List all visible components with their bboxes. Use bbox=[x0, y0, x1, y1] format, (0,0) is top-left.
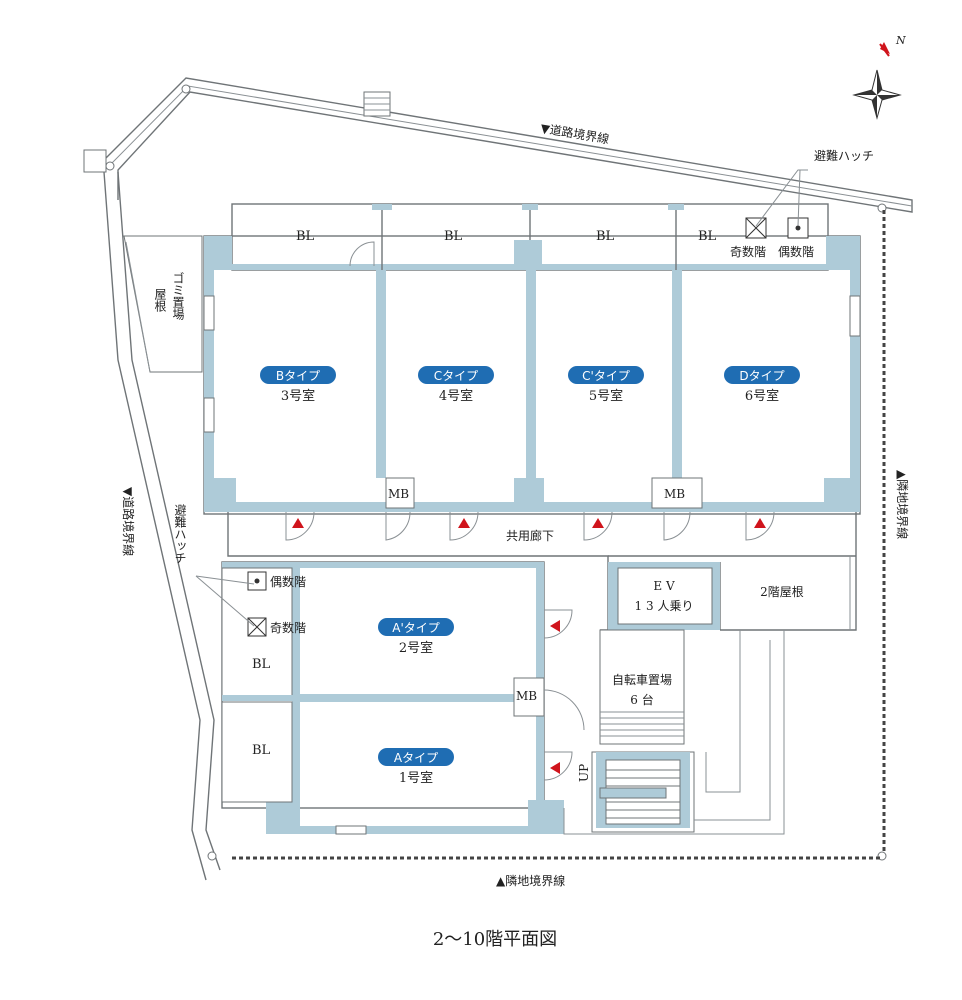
upper-building bbox=[203, 203, 861, 515]
unit-type-label: Bタイプ bbox=[276, 369, 320, 383]
escape-hatch-left-odd-icon bbox=[247, 617, 267, 637]
north-label: N bbox=[895, 34, 906, 47]
roof-2f-label: 2階屋根 bbox=[760, 584, 804, 599]
unit-room-label: 2号室 bbox=[399, 640, 433, 656]
hatch-left-even-label: 偶数階 bbox=[270, 574, 306, 589]
garbage-area bbox=[123, 235, 203, 373]
bl-label: BL bbox=[596, 229, 615, 244]
unit-room-label: 4号室 bbox=[439, 388, 473, 404]
bl-label: BL bbox=[252, 657, 271, 672]
entrance-marker-icon bbox=[550, 762, 560, 774]
unit-badge: Cタイプ bbox=[418, 366, 494, 384]
road-boundary-left-label: ▼道路境界線 bbox=[121, 487, 136, 556]
road-boundary-top-label: ▼道路境界線 bbox=[540, 120, 611, 146]
hatch-top-label: 避難ハッチ bbox=[814, 148, 874, 163]
bl-label: BL bbox=[252, 743, 271, 758]
entrance-marker-icon bbox=[292, 518, 304, 528]
corridor-label: 共用廊下 bbox=[506, 528, 554, 543]
neighbor-boundary-right-label: ▲隣地境界線 bbox=[895, 470, 910, 539]
mb-label: MB bbox=[516, 689, 537, 703]
unit-badge: Dタイプ bbox=[724, 366, 800, 384]
unit-type-label: Aタイプ bbox=[394, 751, 438, 765]
lower-building bbox=[221, 561, 585, 835]
hatch-top-odd-label: 奇数階 bbox=[730, 244, 766, 259]
unit-badge: C'タイプ bbox=[568, 366, 644, 384]
plan-title: 2～10階平面図 bbox=[433, 929, 557, 950]
unit-room-label: 3号室 bbox=[281, 388, 315, 404]
escape-hatch-top-odd-icon bbox=[745, 217, 767, 239]
entrance-marker-icon bbox=[592, 518, 604, 528]
unit-type-label: Cタイプ bbox=[434, 369, 478, 383]
bl-label: BL bbox=[296, 229, 315, 244]
neighbor-boundary-bottom-label: ▲隣地境界線 bbox=[496, 873, 565, 888]
mb-label: MB bbox=[664, 487, 685, 501]
bicycle-count-label: 6 台 bbox=[630, 692, 653, 707]
road-boundary-fence bbox=[83, 77, 913, 213]
unit-badge: A'タイプ bbox=[378, 618, 454, 636]
bicycle-parking bbox=[599, 629, 685, 745]
compass-icon bbox=[852, 42, 902, 120]
garbage-roof-label: 屋根 bbox=[153, 288, 167, 312]
staircase bbox=[591, 751, 695, 833]
ev-capacity-label: 1 3 人乗り bbox=[635, 599, 694, 613]
unit-room-label: 5号室 bbox=[589, 388, 623, 404]
unit-badge: Aタイプ bbox=[378, 748, 454, 766]
mb-label: MB bbox=[388, 487, 409, 501]
unit-room-label: 1号室 bbox=[399, 770, 433, 786]
hatch-left-odd-label: 奇数階 bbox=[270, 620, 306, 635]
bl-label: BL bbox=[698, 229, 717, 244]
elevator-shaft bbox=[608, 562, 720, 630]
entrance-marker-icon bbox=[458, 518, 470, 528]
unit-type-label: Dタイプ bbox=[739, 369, 784, 383]
corridor-doors bbox=[285, 511, 775, 541]
garbage-storage-label: ゴミ置場 bbox=[171, 271, 185, 321]
hatch-left-label: 避難ハッチ bbox=[173, 504, 187, 564]
site-outline bbox=[563, 630, 785, 835]
neighbor-boundary-right bbox=[877, 210, 887, 861]
unit-room-label: 6号室 bbox=[745, 388, 779, 404]
stairs-up-label: UP bbox=[577, 764, 591, 782]
escape-hatch-left-even-icon bbox=[247, 571, 267, 591]
ev-label: E V bbox=[653, 579, 675, 593]
hatch-top-even-label: 偶数階 bbox=[778, 244, 814, 259]
bl-label: BL bbox=[444, 229, 463, 244]
unit-badge: Bタイプ bbox=[260, 366, 336, 384]
unit-type-label: A'タイプ bbox=[392, 621, 440, 635]
bicycle-parking-label: 自転車置場 bbox=[612, 673, 672, 687]
road-boundary-left-fence bbox=[103, 171, 221, 881]
entrance-marker-icon bbox=[754, 518, 766, 528]
entrance-marker-icon bbox=[550, 620, 560, 632]
unit-type-label: C'タイプ bbox=[582, 369, 630, 383]
